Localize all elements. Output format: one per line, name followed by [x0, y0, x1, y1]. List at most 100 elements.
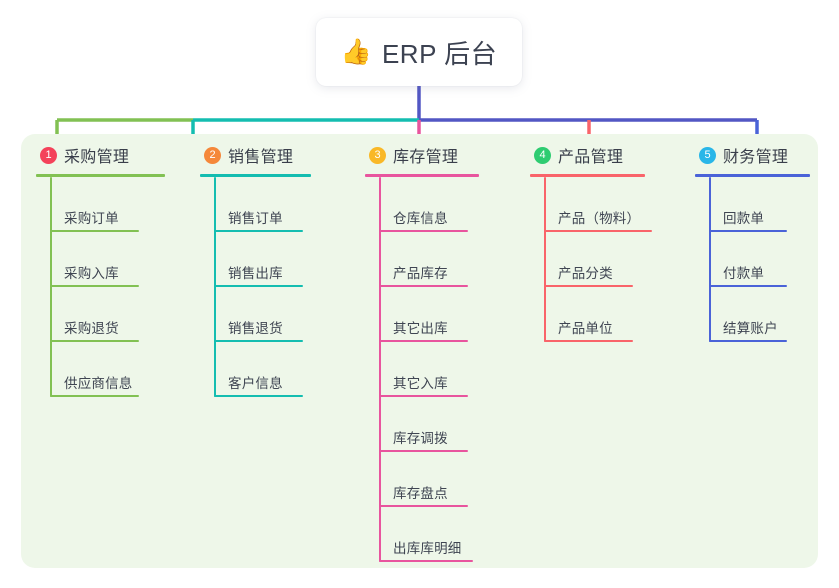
- branch-item-rule: [50, 230, 139, 232]
- branch-item-label: 出库库明细: [393, 541, 462, 556]
- branch-item-rule: [379, 395, 468, 397]
- branch-item[interactable]: 仓库信息: [379, 177, 516, 232]
- branch-underline: [200, 174, 311, 177]
- branch-header[interactable]: 5 财务管理: [695, 143, 818, 167]
- branch-item-rule: [544, 230, 652, 232]
- branch-spine: [379, 177, 381, 562]
- branch-item[interactable]: 结算账户: [709, 287, 818, 342]
- branch-item[interactable]: 销售订单: [214, 177, 351, 232]
- branch-item-label: 其它入库: [393, 376, 448, 391]
- branch-number-badge: 4: [534, 146, 551, 164]
- branch-item[interactable]: 销售退货: [214, 287, 351, 342]
- branch-item-label: 客户信息: [228, 376, 283, 391]
- branch-column-sales: 2 销售管理 销售订单 销售出库 销售退货 客户信息: [186, 134, 351, 568]
- branch-spine: [50, 177, 52, 397]
- branch-item-label: 产品库存: [393, 266, 448, 281]
- branch-item-rule: [709, 340, 787, 342]
- branch-item-rule: [379, 560, 473, 562]
- branch-item-rule: [379, 340, 468, 342]
- branch-item-label: 付款单: [723, 266, 765, 281]
- branch-column-product: 4 产品管理 产品（物料） 产品分类 产品单位: [516, 134, 681, 568]
- branch-title: 库存管理: [393, 149, 459, 166]
- branch-header[interactable]: 3 库存管理: [365, 143, 516, 167]
- branch-number-badge: 3: [369, 146, 386, 164]
- branch-number-badge: 1: [40, 146, 57, 164]
- branch-item[interactable]: 销售出库: [214, 232, 351, 287]
- branch-item[interactable]: 采购订单: [50, 177, 186, 232]
- root-node-card[interactable]: 👍 ERP 后台: [316, 18, 522, 86]
- branch-item-rule: [50, 285, 139, 287]
- branch-item[interactable]: 产品（物料）: [544, 177, 681, 232]
- branch-item[interactable]: 其它入库: [379, 342, 516, 397]
- branch-item[interactable]: 库存盘点: [379, 452, 516, 507]
- branch-item[interactable]: 库存调拨: [379, 397, 516, 452]
- branch-item-label: 销售退货: [228, 321, 283, 336]
- branch-item-label: 其它出库: [393, 321, 448, 336]
- branch-header[interactable]: 2 销售管理: [200, 143, 351, 167]
- branch-item[interactable]: 采购入库: [50, 232, 186, 287]
- branch-header[interactable]: 4 产品管理: [530, 143, 681, 167]
- branch-item-rule: [709, 230, 787, 232]
- branch-item[interactable]: 出库库明细: [379, 507, 516, 562]
- branch-underline: [36, 174, 165, 177]
- branch-item-list: 销售订单 销售出库 销售退货 客户信息: [214, 177, 351, 397]
- branch-item[interactable]: 付款单: [709, 232, 818, 287]
- branch-item[interactable]: 其它出库: [379, 287, 516, 342]
- branch-item-label: 产品分类: [558, 266, 613, 281]
- branch-item[interactable]: 产品分类: [544, 232, 681, 287]
- branch-item-list: 产品（物料） 产品分类 产品单位: [544, 177, 681, 342]
- branch-item-list: 采购订单 采购入库 采购退货 供应商信息: [50, 177, 186, 397]
- branch-item-rule: [544, 340, 633, 342]
- branch-item-rule: [214, 285, 303, 287]
- branch-number-badge: 2: [204, 146, 221, 164]
- branch-item-label: 采购退货: [64, 321, 119, 336]
- branch-item-rule: [544, 285, 633, 287]
- branches-panel: [21, 134, 818, 568]
- branch-item-label: 产品单位: [558, 321, 613, 336]
- branch-item-rule: [50, 340, 139, 342]
- branch-item[interactable]: 客户信息: [214, 342, 351, 397]
- branch-spine: [544, 177, 546, 342]
- branch-item-label: 产品（物料）: [558, 211, 641, 226]
- branch-column-purchasing: 1 采购管理 采购订单 采购入库 采购退货 供应商信: [21, 134, 186, 568]
- branch-item[interactable]: 产品库存: [379, 232, 516, 287]
- branch-spine: [214, 177, 216, 397]
- branch-spine: [709, 177, 711, 342]
- branch-item-rule: [214, 395, 303, 397]
- branch-header[interactable]: 1 采购管理: [36, 143, 186, 167]
- branch-item-label: 销售出库: [228, 266, 283, 281]
- branch-title: 产品管理: [558, 149, 624, 166]
- branch-item-label: 库存调拨: [393, 431, 448, 446]
- branch-item-label: 采购入库: [64, 266, 119, 281]
- branch-number-badge: 5: [699, 146, 716, 164]
- branch-item[interactable]: 回款单: [709, 177, 818, 232]
- branch-item-label: 结算账户: [723, 321, 778, 336]
- branch-item-label: 库存盘点: [393, 486, 448, 501]
- branch-item[interactable]: 产品单位: [544, 287, 681, 342]
- branch-column-finance: 5 财务管理 回款单 付款单 结算账户: [681, 134, 818, 568]
- branch-item-rule: [379, 285, 468, 287]
- branch-item-label: 供应商信息: [64, 376, 133, 391]
- branch-item[interactable]: 供应商信息: [50, 342, 186, 397]
- branch-item-rule: [214, 340, 303, 342]
- branch-item-rule: [379, 505, 468, 507]
- root-node-title: ERP 后台: [381, 38, 498, 69]
- branch-item-rule: [214, 230, 303, 232]
- branch-item-list: 仓库信息 产品库存 其它出库 其它入库 库存调拨: [379, 177, 516, 562]
- branch-underline: [695, 174, 810, 177]
- branch-item-rule: [379, 450, 468, 452]
- thumbs-up-icon: 👍: [340, 37, 372, 66]
- branch-item-list: 回款单 付款单 结算账户: [709, 177, 818, 342]
- branch-item-rule: [379, 230, 468, 232]
- branch-item-label: 仓库信息: [393, 211, 448, 226]
- branch-item-rule: [50, 395, 139, 397]
- branch-underline: [530, 174, 645, 177]
- branch-title: 采购管理: [64, 149, 130, 166]
- branch-item-label: 回款单: [723, 211, 765, 226]
- branch-columns: 1 采购管理 采购订单 采购入库 采购退货 供应商信: [21, 134, 818, 568]
- branch-item[interactable]: 采购退货: [50, 287, 186, 342]
- branch-item-label: 采购订单: [64, 211, 119, 226]
- branch-item-rule: [709, 285, 787, 287]
- branch-column-inventory: 3 库存管理 仓库信息 产品库存 其它出库 其它入库: [351, 134, 516, 568]
